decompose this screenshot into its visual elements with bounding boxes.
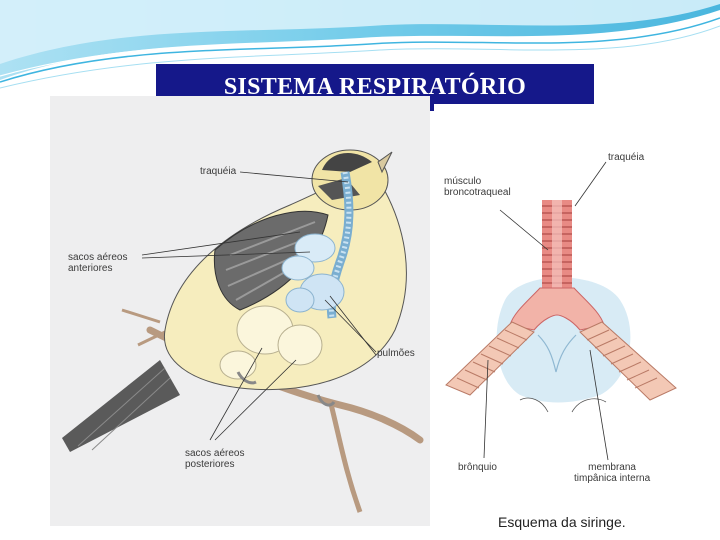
bird-illustration <box>62 149 424 513</box>
syrinx-caption: Esquema da siringe. <box>498 514 626 530</box>
label-anterior-air-sacs: sacos aéreos anteriores <box>68 252 128 274</box>
label-bronchus: brônquio <box>458 462 497 473</box>
syrinx-illustration <box>445 161 677 461</box>
label-bronchotracheal-muscle: músculo broncotraqueal <box>444 176 511 198</box>
label-lungs: pulmões <box>377 348 415 359</box>
label-trachea: traquéia <box>200 166 237 177</box>
slide-title: SISTEMA RESPIRATÓRIO <box>223 74 527 100</box>
label-syrinx-trachea: traquéia <box>608 152 645 163</box>
label-internal-tympanic-membrane: membrana timpânica interna <box>574 462 651 484</box>
label-posterior-air-sacs: sacos aéreos posteriores <box>185 448 245 470</box>
header-wave-decoration <box>0 0 720 89</box>
